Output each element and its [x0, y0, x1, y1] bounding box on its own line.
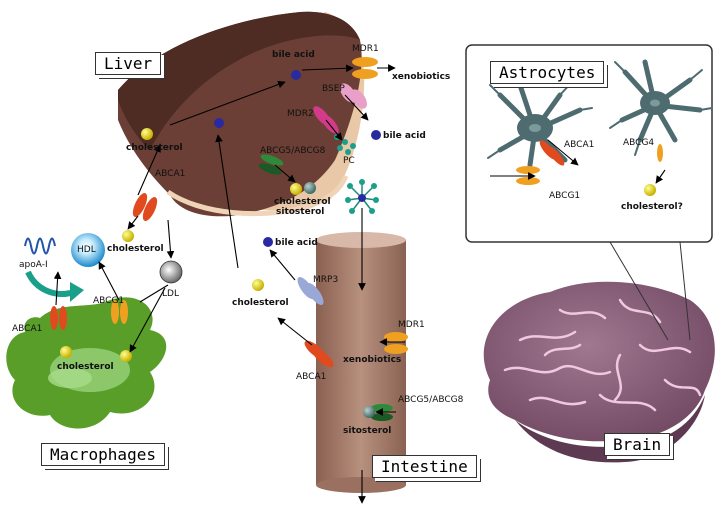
mdr1-liver-label: MDR1: [352, 44, 379, 54]
ldl-particle: [159, 260, 183, 284]
bsep-transporter: [340, 83, 367, 109]
cholesterol-intestine-label: cholesterol: [232, 298, 289, 308]
abcg1-macrophage-label: ABCG1: [93, 296, 125, 306]
apoa1-protein-icon: [24, 237, 84, 302]
bile-acid-molecules: [214, 70, 381, 247]
cholesterol-hdl-label: cholesterol: [107, 244, 164, 254]
abcg1-astrocyte-label: ABCG1: [549, 191, 581, 201]
abca1-liver-label: ABCA1: [155, 169, 186, 179]
liver-organ: [118, 11, 365, 217]
pc-label: PC: [343, 156, 355, 166]
mrp3-transporter: [297, 276, 324, 306]
macrophages-label: Macrophages: [41, 443, 165, 466]
abca1-intestine-label: ABCA1: [296, 372, 327, 382]
cholesterol-sitosterol-label-1: cholesterol: [274, 197, 331, 207]
macrophage-cell: [6, 297, 167, 429]
ldl-label: LDL: [162, 289, 179, 299]
abca1-macrophage-transporter: [50, 306, 67, 330]
xenobiotics-intestine-label: xenobiotics: [343, 355, 402, 365]
brain-label: Brain: [604, 433, 671, 456]
abcg5-abcg8-liver-label: ABCG5/ABCG8: [260, 146, 326, 156]
mdr1-intestine-transporter: [384, 332, 408, 354]
cholesterol-liver-label: cholesterol: [126, 143, 183, 153]
intestine-label: Intestine: [372, 455, 477, 478]
hdl-label: HDL: [77, 245, 96, 255]
astrocyte-cell-right: [609, 59, 713, 156]
abca1-astrocyte-label: ABCA1: [564, 140, 595, 150]
brain-organ: [483, 281, 715, 463]
abcg4-astrocyte-label: ABCG4: [623, 138, 655, 148]
abcg5-abcg8-liver-transporter: [258, 154, 284, 175]
mrp3-label: MRP3: [313, 275, 339, 285]
mdr1-intestine-label: MDR1: [398, 320, 425, 330]
mdr2-label: MDR2: [287, 109, 314, 119]
abca1-intestine-transporter: [304, 340, 334, 368]
abca1-astrocyte-transporter: [539, 140, 565, 166]
xenobiotics-liver-label: xenobiotics: [392, 72, 451, 82]
astrocyte-cell-left: [487, 71, 593, 168]
sitosterol-intestine-label: sitosterol: [343, 426, 392, 436]
liver-label: Liver: [95, 52, 162, 75]
abcg1-macrophage-transporter: [111, 300, 128, 324]
flow-arrows: [53, 64, 666, 504]
bile-acid-mid-label: bile acid: [383, 131, 426, 141]
astrocytes-label: Astrocytes: [490, 61, 605, 84]
cholesterol-molecules: [60, 128, 656, 362]
sitosterol-molecules: [304, 182, 375, 418]
cholesterol-sitosterol-label-2: sitosterol: [276, 207, 325, 217]
abcg4-astrocyte-transporter: [657, 144, 663, 162]
cholesterol-question-label: cholesterol?: [621, 202, 683, 212]
abca1-macrophage-label: ABCA1: [12, 324, 43, 334]
abcg5-abcg8-intestine-label: ABCG5/ABCG8: [398, 395, 464, 405]
micelle-molecule: [345, 179, 379, 214]
apoa1-label: apoA-I: [19, 260, 48, 270]
bile-acid-intestine-label: bile acid: [275, 238, 318, 248]
cholesterol-macrophage-label: cholesterol: [57, 362, 114, 372]
mdr1-liver-transporter: [352, 57, 378, 79]
hdl-particle: [71, 233, 105, 267]
bsep-label: BSEP: [322, 84, 345, 94]
bile-acid-top-label: bile acid: [272, 50, 315, 60]
abca1-liver-transporter: [132, 193, 158, 221]
